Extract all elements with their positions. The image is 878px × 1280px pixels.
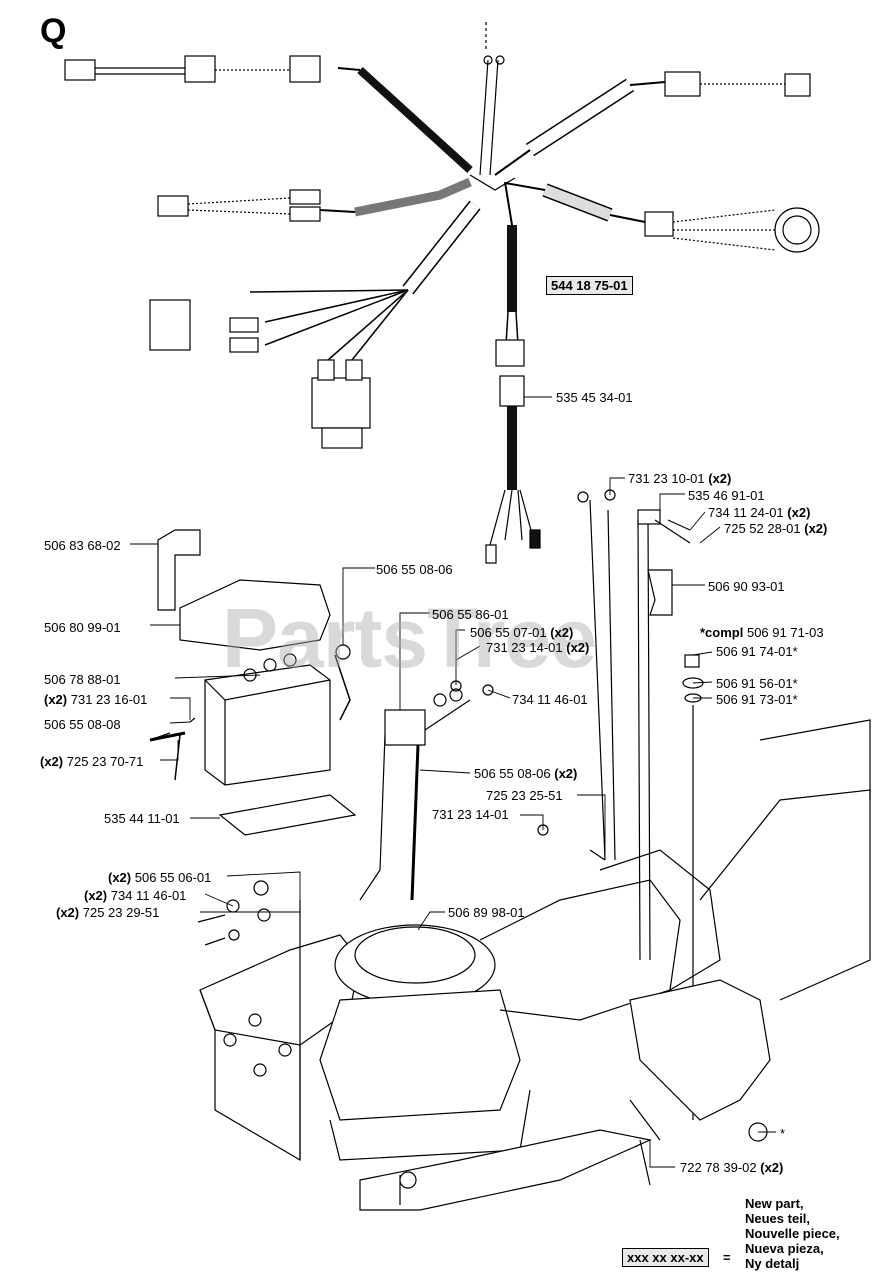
part-label-p506550808[interactable]: 506 55 08-08 <box>44 717 121 732</box>
legend-line: Nouvelle piece, <box>745 1226 840 1241</box>
part-label-qty: (x2) <box>760 1160 784 1175</box>
legend-line: Nueva pieza, <box>745 1241 824 1256</box>
part-label-qty: (x2) <box>44 692 68 707</box>
legend-equals: = <box>723 1250 731 1265</box>
part-label-number: 506 91 71-03 <box>746 625 824 640</box>
part-label-p506836802[interactable]: 506 83 68-02 <box>44 538 121 553</box>
part-label-number: 734 11 46-01 <box>512 692 588 707</box>
part-label-p506550701[interactable]: 506 55 07-01 (x2) <box>470 625 573 640</box>
legend-line: Ny detalj <box>745 1256 800 1271</box>
part-label-qty: (x2) <box>708 471 732 486</box>
part-label-p506550601[interactable]: (x2) 506 55 06-01 <box>108 870 211 885</box>
part-label-qty: (x2) <box>550 625 574 640</box>
leader-lines <box>130 396 776 1168</box>
part-label-number: 506 78 88-01 <box>44 672 121 687</box>
part-label-p506899801[interactable]: 506 89 98-01 <box>448 905 525 920</box>
part-label-p506909301[interactable]: 506 90 93-01 <box>708 579 785 594</box>
wiring-harness <box>64 22 820 564</box>
part-label-p734114601b[interactable]: (x2) 734 11 46-01 <box>84 888 186 903</box>
part-label-qty: (x2) <box>554 766 578 781</box>
part-label-star[interactable]: * <box>780 1126 785 1141</box>
part-label-number: 734 11 46-01 <box>110 888 187 903</box>
part-label-number: 731 23 16-01 <box>70 692 148 707</box>
part-label-qty: *compl <box>700 625 744 640</box>
part-label-number: 506 55 07-01 <box>470 625 547 640</box>
battery-assembly <box>149 529 357 836</box>
part-label-number: 731 23 14-01 <box>486 640 563 655</box>
part-label-p731231601[interactable]: (x2) 731 23 16-01 <box>44 692 147 707</box>
part-label-p725522801[interactable]: 725 52 28-01 (x2) <box>724 521 827 536</box>
part-label-p506550806a[interactable]: 506 55 08-06 <box>376 562 453 577</box>
part-label-number: 506 90 93-01 <box>708 579 785 594</box>
part-label-number: 725 23 70-71 <box>66 754 144 769</box>
part-label-p506550806b[interactable]: 506 55 08-06 (x2) <box>474 766 577 781</box>
part-label-number: 725 52 28-01 <box>724 521 801 536</box>
part-label-p506787801[interactable]: 506 78 88-01 <box>44 672 121 687</box>
part-label-qty: (x2) <box>787 505 811 520</box>
part-label-number: 725 23 29-51 <box>82 905 160 920</box>
part-label-p725232951[interactable]: (x2) 725 23 29-51 <box>56 905 159 920</box>
highlighted-part-number[interactable]: 544 18 75-01 <box>546 276 633 295</box>
part-label-p506917401[interactable]: 506 91 74-01* <box>716 644 798 659</box>
part-label-p731231401a[interactable]: 731 23 14-01 (x2) <box>486 640 589 655</box>
part-label-p725232551[interactable]: 725 23 25-51 <box>486 788 563 803</box>
part-label-p535441101[interactable]: 535 44 11-01 <box>104 811 180 826</box>
part-label-number: 506 55 06-01 <box>134 870 212 885</box>
solenoid-assembly <box>359 680 494 901</box>
legend-text: New part, Neues teil, Nouvelle piece, Nu… <box>745 1196 840 1271</box>
part-label-number: 506 55 86-01 <box>432 607 509 622</box>
part-label-p535469101[interactable]: 535 46 91-01 <box>688 488 765 503</box>
part-label-number: 506 55 08-06 <box>376 562 453 577</box>
legend-box: xxx xx xx-xx <box>622 1248 709 1267</box>
part-label-p725237071[interactable]: (x2) 725 23 70-71 <box>40 754 143 769</box>
part-label-number: 506 80 99-01 <box>44 620 121 635</box>
part-label-p734114601a[interactable]: 734 11 46-01 <box>512 692 588 707</box>
part-label-number: 506 55 08-06 <box>474 766 551 781</box>
part-label-number: 506 91 73-01* <box>716 692 798 707</box>
part-label-compl[interactable]: *compl 506 91 71-03 <box>700 625 824 640</box>
part-label-number: 722 78 39-02 <box>680 1160 757 1175</box>
section-letter: Q <box>40 12 67 50</box>
part-label-number: 506 91 56-01* <box>716 676 798 691</box>
part-label-qty: (x2) <box>84 888 108 903</box>
part-label-qty: (x2) <box>56 905 80 920</box>
watermark: PartsTree <box>222 591 597 685</box>
part-label-qty: (x2) <box>108 870 132 885</box>
part-label-p506809901[interactable]: 506 80 99-01 <box>44 620 121 635</box>
part-label-p734112401[interactable]: 734 11 24-01 (x2) <box>708 505 810 520</box>
part-label-p506915601[interactable]: 506 91 56-01* <box>716 676 798 691</box>
part-label-number: 535 44 11-01 <box>104 811 180 826</box>
engine-and-chassis <box>199 719 871 1211</box>
part-label-number: 506 83 68-02 <box>44 538 121 553</box>
part-label-number: 535 45 34-01 <box>556 390 633 405</box>
part-label-p731231401b[interactable]: 731 23 14-01 <box>432 807 509 822</box>
part-label-number: 734 11 24-01 <box>708 505 784 520</box>
part-label-p722783902[interactable]: 722 78 39-02 (x2) <box>680 1160 783 1175</box>
part-label-p731231001[interactable]: 731 23 10-01 (x2) <box>628 471 731 486</box>
part-label-p506917301[interactable]: 506 91 73-01* <box>716 692 798 707</box>
part-label-number: 506 55 08-08 <box>44 717 121 732</box>
legend-line: Neues teil, <box>745 1211 811 1226</box>
part-label-number: 535 46 91-01 <box>688 488 765 503</box>
legend-line: New part, <box>745 1196 804 1211</box>
part-label-number: 731 23 14-01 <box>432 807 509 822</box>
hardware-bolts <box>149 489 691 946</box>
part-label-number: 506 91 74-01* <box>716 644 798 659</box>
part-label-qty: (x2) <box>804 521 828 536</box>
part-label-number: * <box>780 1126 786 1141</box>
part-label-qty: (x2) <box>40 754 64 769</box>
part-label-p535453401[interactable]: 535 45 34-01 <box>556 390 633 405</box>
part-label-qty: (x2) <box>566 640 590 655</box>
frame-rods <box>589 499 768 1142</box>
part-label-number: 506 89 98-01 <box>448 905 525 920</box>
part-label-number: 725 23 25-51 <box>486 788 563 803</box>
part-label-p506558601[interactable]: 506 55 86-01 <box>432 607 509 622</box>
part-label-number: 731 23 10-01 <box>628 471 705 486</box>
